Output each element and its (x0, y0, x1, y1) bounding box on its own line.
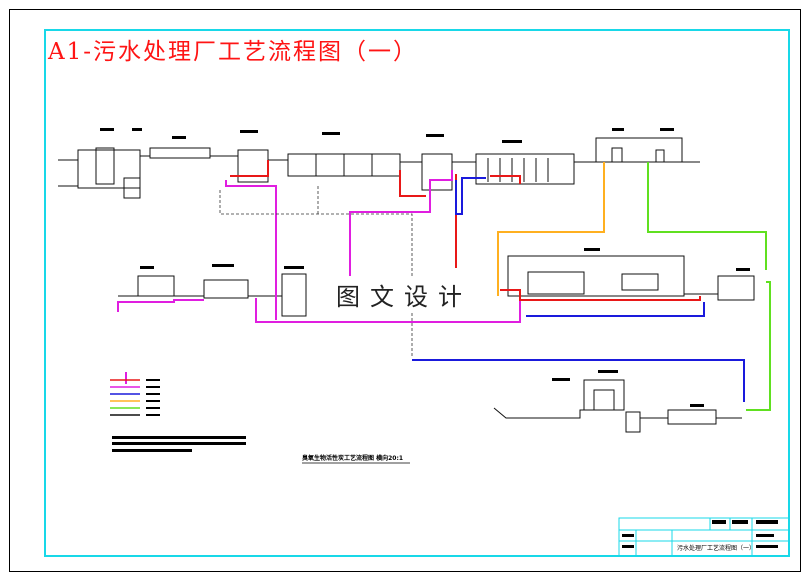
filter-gallery (475, 153, 575, 185)
blue-pipeline-3 (526, 302, 705, 317)
magenta-pipeline-3 (255, 296, 521, 323)
sludge-thickener (137, 275, 175, 297)
magenta-pipeline-4 (349, 170, 453, 304)
green-pipeline-1 (647, 162, 767, 270)
watermark: 图文设计 (328, 276, 480, 313)
disinfection-tank (717, 275, 755, 301)
coarse-screen (95, 147, 115, 185)
primary-tank (237, 149, 269, 183)
red-pipeline-5 (490, 175, 521, 184)
outfall-well (625, 411, 641, 433)
outfall-pump-house (583, 379, 625, 411)
main-process-chain (58, 137, 700, 199)
title-block-fills (622, 520, 778, 548)
blue-pipeline-2 (455, 177, 486, 215)
green-pipeline-2 (746, 281, 771, 411)
blue-pipeline-1 (412, 359, 745, 402)
title-block-drawing-name: 污水处理厂工艺流程图（一） (677, 544, 755, 552)
main-chain-labels (100, 128, 674, 143)
reuse-water-tank (667, 409, 717, 425)
middle-chain-labels (140, 248, 750, 271)
lower-chain-labels (552, 370, 704, 407)
notes-block (112, 436, 246, 452)
drawing-caption: 臭氧生物活性炭工艺流程图 横向20:1 (302, 454, 403, 462)
pipeline-legend (110, 379, 140, 416)
sludge-pump-well (281, 273, 307, 317)
grit-chamber (149, 147, 211, 159)
sludge-dewatering (203, 279, 249, 299)
effluent-building (595, 137, 683, 163)
red-pipeline-4 (500, 289, 701, 301)
magenta-pipeline-1 (225, 180, 277, 320)
title-block (618, 517, 790, 557)
drawing-frame (44, 29, 790, 557)
drawing-border (9, 9, 801, 572)
lower-process-chain (493, 379, 742, 433)
red-pipeline-1 (230, 160, 269, 177)
middle-process-chain (118, 255, 755, 317)
advanced-treatment-building (507, 255, 685, 297)
inlet-chamber (77, 149, 141, 189)
magenta-pipeline-2 (117, 299, 204, 312)
lift-pump-well (123, 177, 141, 199)
red-pipeline-2 (399, 170, 426, 197)
legend-labels (146, 379, 160, 416)
secondary-clarifier (421, 153, 453, 191)
page-title: A1-污水处理厂工艺流程图（一） (48, 39, 419, 65)
orange-pipeline (497, 162, 605, 296)
